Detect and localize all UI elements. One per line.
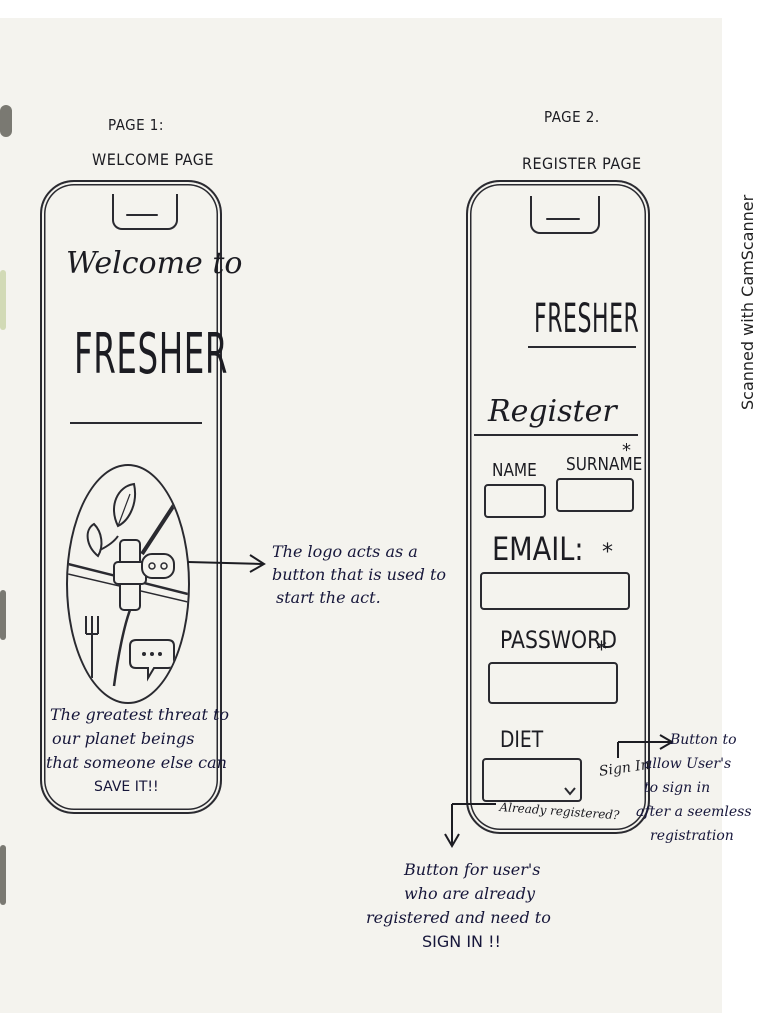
logo-annotation-arrow [187, 554, 266, 573]
phone-notch [112, 194, 178, 230]
page1-label: PAGE 1: [108, 116, 164, 134]
page1-app-name: FRESHER [74, 322, 228, 387]
tagline-line: our planet beings [52, 729, 195, 748]
phone-notch [530, 196, 600, 234]
logo-drawing [68, 482, 188, 687]
diet-label: DIET [500, 728, 544, 753]
welcome-text: Welcome to [66, 246, 243, 281]
note-line: after a seemless [636, 804, 752, 820]
note-line: start the act. [276, 588, 381, 607]
note-line: button that is used to [272, 565, 447, 584]
speaker-line [546, 218, 580, 220]
password-input[interactable] [488, 662, 618, 704]
note-line: to sign in [644, 780, 711, 796]
cross-icon [113, 539, 147, 611]
tagline-line: SAVE IT!! [94, 779, 159, 795]
note-line: SIGN IN !! [422, 932, 501, 951]
tagline: The greatest threat to our planet beings… [46, 703, 230, 799]
sign-in-note: Button to allow User's to sign in after … [636, 728, 752, 848]
register-heading: Register [488, 394, 617, 429]
logo-button[interactable] [66, 464, 190, 704]
name-input[interactable] [484, 484, 546, 518]
surname-label: SURNAME [566, 454, 643, 475]
page2-label: PAGE 2. [544, 108, 600, 126]
app-name-underline [70, 422, 202, 424]
pen-icon [140, 500, 178, 556]
page2-app-name: FRESHER [534, 296, 640, 342]
fork-icon [85, 616, 99, 678]
scan-edge-mark [0, 845, 6, 905]
already-registered-annotation-arrow [444, 803, 496, 848]
note-line: Button for user's [404, 860, 541, 879]
note-line: The logo acts as a [272, 542, 418, 561]
tagline-line: that someone else can [46, 753, 227, 772]
note-line: registered and need to [366, 908, 551, 927]
note-line: who are already [404, 884, 536, 903]
chevron-down-icon [564, 787, 576, 796]
scan-edge-mark [0, 270, 6, 330]
password-label: PASSWORD [500, 626, 617, 654]
surname-input[interactable] [556, 478, 634, 512]
spoon-icon [112, 609, 132, 687]
note-line: Button to [670, 732, 737, 748]
required-star: * [602, 540, 613, 565]
email-input[interactable] [480, 572, 630, 610]
sign-in-annotation-arrow [617, 734, 674, 758]
page1-title: WELCOME PAGE [92, 150, 214, 169]
diet-select[interactable] [482, 758, 582, 802]
already-registered-note: Button for user's who are already regist… [366, 858, 551, 954]
speaker-line [126, 214, 158, 216]
scan-edge-mark [0, 590, 6, 640]
logo-note: The logo acts as a button that is used t… [272, 540, 446, 609]
email-label: EMAIL: [492, 530, 584, 568]
register-underline [474, 434, 638, 436]
page2-title: REGISTER PAGE [522, 154, 642, 173]
scanner-watermark: Scanned with CamScanner [738, 194, 757, 410]
note-line: allow User's [644, 756, 732, 772]
page2-phone-frame [466, 180, 650, 834]
page1-phone-frame [40, 180, 222, 814]
required-star: * [622, 440, 631, 461]
chat-bubble-icon [141, 553, 175, 579]
name-label: NAME [492, 460, 537, 481]
chat-bubble-icon [129, 639, 175, 682]
required-star: * [596, 638, 607, 663]
tagline-line: The greatest threat to [50, 705, 230, 724]
leaf-icon [86, 482, 136, 558]
app-name-underline [528, 346, 636, 348]
scan-edge-mark [0, 105, 12, 137]
note-line: registration [650, 828, 734, 844]
